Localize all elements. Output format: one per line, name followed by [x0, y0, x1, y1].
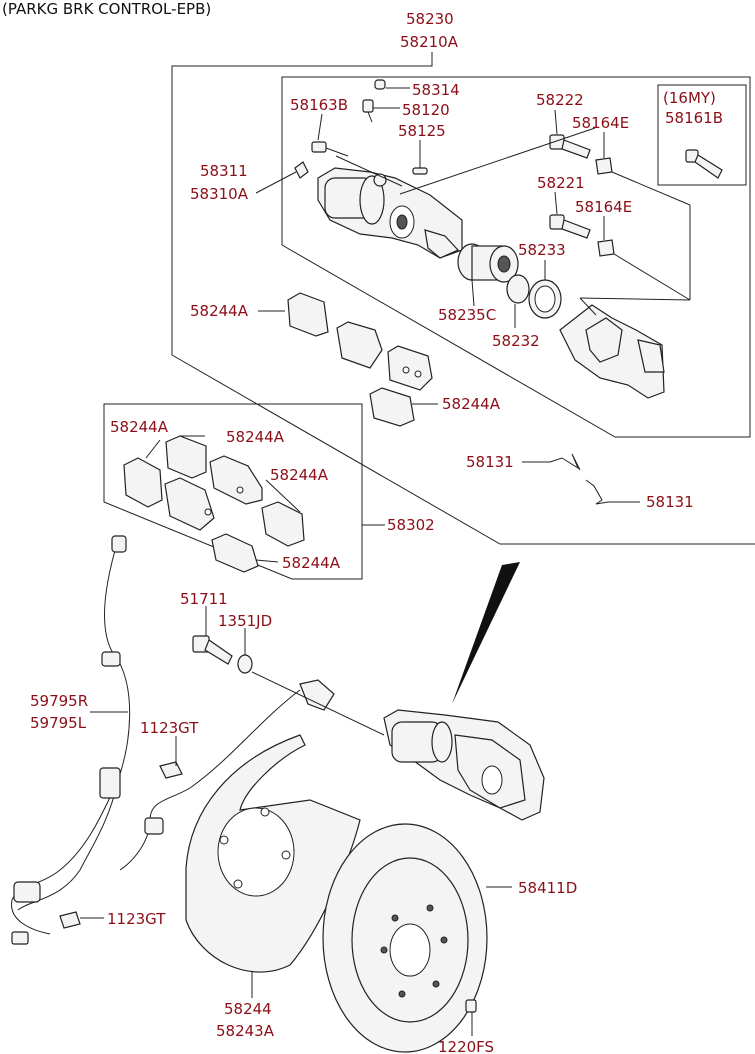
pad-outer-top	[387, 345, 433, 391]
label-58310a[interactable]: 58310A	[190, 185, 249, 203]
label-58244a-set-4[interactable]: 58244A	[282, 554, 341, 572]
boot-58164e-lower	[597, 239, 615, 257]
seal-58232	[506, 274, 530, 304]
sensor-cable-branch	[17, 779, 119, 911]
bolt-58161b	[685, 149, 723, 179]
label-58232[interactable]: 58232	[492, 332, 540, 350]
cap-58314	[374, 79, 386, 90]
pad-clips-top	[287, 292, 415, 427]
sensor-cable	[11, 539, 131, 935]
label-1351jd[interactable]: 1351JD	[218, 612, 272, 630]
bolt-58163b	[311, 141, 349, 157]
sensor-head	[299, 679, 335, 711]
label-58244a-set-2[interactable]: 58244A	[226, 428, 285, 446]
label-58244a-set-3[interactable]: 58244A	[270, 466, 329, 484]
label-58235c[interactable]: 58235C	[438, 306, 496, 324]
label-58314[interactable]: 58314	[412, 81, 460, 99]
sensor-bracket-end	[13, 881, 41, 903]
label-58210a[interactable]: 58210A	[400, 33, 459, 51]
brake-disc	[322, 823, 488, 1053]
bolt-51711	[192, 635, 233, 665]
assembly-arrow	[452, 562, 520, 704]
label-58244[interactable]: 58244	[224, 1000, 272, 1018]
label-58243a[interactable]: 58243A	[216, 1022, 275, 1040]
leader-lines	[80, 52, 691, 1036]
screw-1220fs	[465, 999, 477, 1013]
pad-inner-top	[336, 321, 383, 369]
carrier-bracket-kit	[559, 304, 665, 399]
piston-58235c	[457, 243, 519, 283]
label-58120[interactable]: 58120	[402, 101, 450, 119]
sensor-connector-top	[111, 535, 127, 553]
label-58244a-right[interactable]: 58244A	[442, 395, 501, 413]
caliper-kit-outline	[281, 76, 751, 438]
label-58131-lower[interactable]: 58131	[646, 493, 694, 511]
guide-bolt-58222	[549, 134, 591, 159]
epb-caliper-body-top	[294, 161, 463, 259]
label-59795r[interactable]: 59795R	[30, 692, 88, 710]
sensor-bracket-upper	[99, 767, 121, 799]
bolt-1123gt-upper-part	[159, 761, 183, 779]
label-58221[interactable]: 58221	[537, 174, 585, 192]
diagram-title: (PARKG BRK CONTROL-EPB)	[2, 0, 211, 18]
label-58131-upper[interactable]: 58131	[466, 453, 514, 471]
label-16my[interactable]: (16MY)	[663, 89, 716, 107]
pad-set-contents	[123, 435, 305, 573]
label-51711[interactable]: 51711	[180, 590, 228, 608]
sensor-bracket-lower	[144, 817, 164, 835]
16my-bolt-box	[657, 84, 747, 186]
label-1220fs[interactable]: 1220FS	[438, 1038, 494, 1054]
label-58222[interactable]: 58222	[536, 91, 584, 109]
pad-set-outline	[103, 403, 363, 580]
label-1123gt-upper[interactable]: 1123GT	[140, 719, 199, 737]
part-labels: 58230 58210A 58314 58163B 58120 58125 58…	[30, 10, 723, 1054]
label-58411d[interactable]: 58411D	[518, 879, 577, 897]
label-59795l[interactable]: 59795L	[30, 714, 87, 732]
bleeder-58120	[362, 99, 374, 123]
dust-shield	[185, 734, 361, 973]
label-58163b[interactable]: 58163B	[290, 96, 348, 114]
label-58230[interactable]: 58230	[406, 10, 454, 28]
label-1123gt-lower[interactable]: 1123GT	[107, 910, 166, 928]
sensor-grommet	[101, 651, 121, 667]
washer-1351jd	[237, 654, 253, 674]
abs-sensor-lead	[119, 689, 301, 871]
label-58164e-upper[interactable]: 58164E	[572, 114, 629, 132]
label-58302[interactable]: 58302	[387, 516, 435, 534]
guide-bolt-58221	[549, 214, 591, 239]
bolt-1123gt-lower-part	[59, 911, 81, 929]
label-58125[interactable]: 58125	[398, 122, 446, 140]
label-58161b[interactable]: 58161B	[665, 109, 723, 127]
sensor-clip	[11, 931, 29, 945]
spring-clip-58131-b	[585, 479, 609, 505]
label-58244a-top[interactable]: 58244A	[190, 302, 249, 320]
spring-clip-58131-a	[549, 453, 581, 471]
spring-58125	[412, 167, 428, 175]
label-58233[interactable]: 58233	[518, 241, 566, 259]
boot-58164e-upper	[595, 157, 613, 175]
label-58164e-lower[interactable]: 58164E	[575, 198, 632, 216]
epb-caliper-installed	[383, 709, 545, 821]
label-58311[interactable]: 58311	[200, 162, 248, 180]
label-58244a-set-1[interactable]: 58244A	[110, 418, 169, 436]
